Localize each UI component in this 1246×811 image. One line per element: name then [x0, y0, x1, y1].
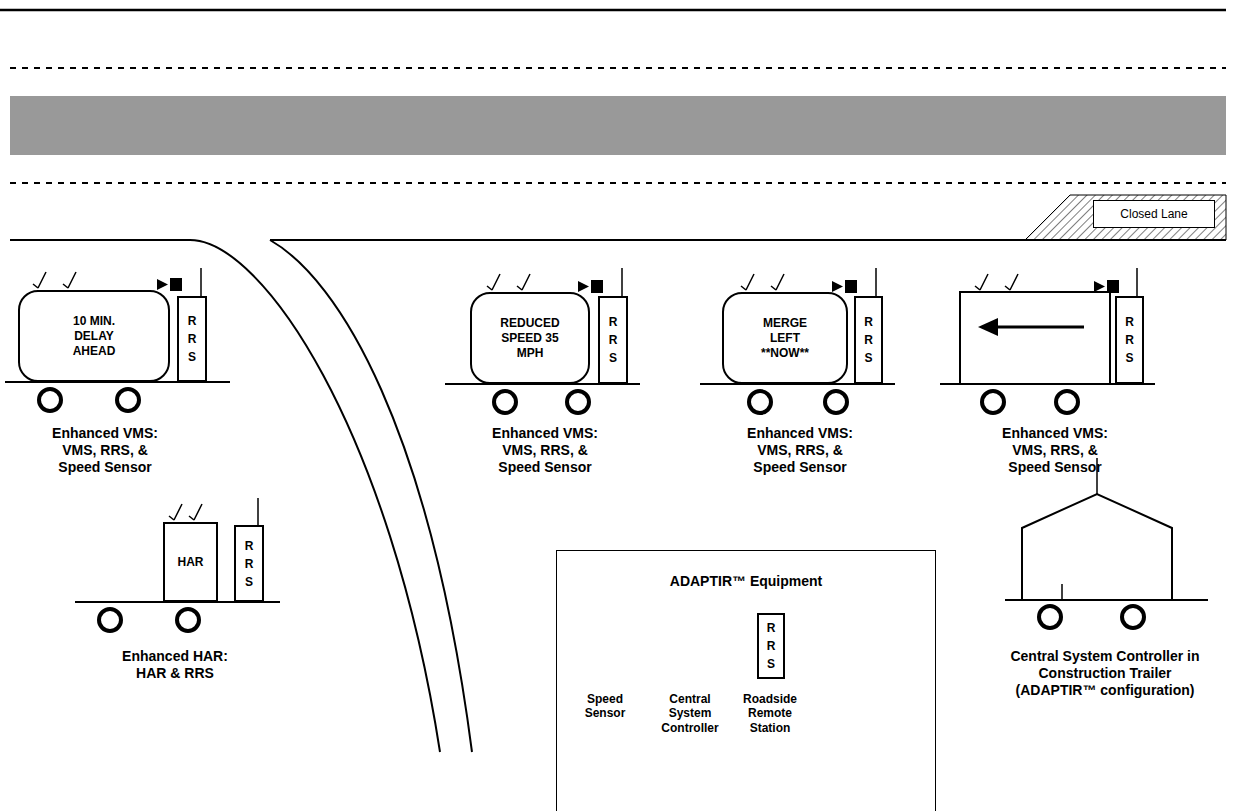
rrs-box: R R S: [234, 525, 264, 602]
node-text: ADAPTIR™ Equipment: [670, 573, 822, 591]
rrs-text: R R S: [186, 312, 198, 366]
rrs-text: R R S: [607, 313, 619, 367]
legend-text: Central System Controller: [661, 692, 718, 735]
vms-sign: 10 MIN. DELAY AHEAD: [18, 290, 170, 382]
caption-label: Central System Controller in Constructio…: [1008, 648, 1202, 698]
equipment-panel: ADAPTIR™ Equipment R R S: [556, 550, 936, 811]
rrs-text: R R S: [863, 313, 875, 367]
vms-trailer: [445, 268, 640, 413]
vms-sign: MERGE LEFT **NOW**: [722, 292, 848, 384]
legend-text: Roadside Remote Station: [743, 692, 797, 735]
rrs-box: R R S: [854, 296, 883, 384]
node-text: Closed Lane: [1120, 207, 1187, 222]
caption-label: Enhanced VMS: VMS, RRS, & Speed Sensor: [995, 425, 1115, 475]
legend-item: Roadside Remote Station: [737, 692, 803, 735]
caption-label: Enhanced VMS: VMS, RRS, & Speed Sensor: [45, 425, 165, 475]
rrs-box: R R S: [1115, 296, 1144, 384]
har-trailer: [75, 498, 280, 631]
legend-item: Speed Sensor: [572, 692, 638, 721]
node-text: MERGE LEFT **NOW**: [753, 316, 817, 361]
rrs-text: R R S: [765, 619, 777, 673]
node-text: HAR: [178, 555, 204, 570]
arrow-board-trailer: [940, 268, 1155, 413]
rrs-box: R R S: [177, 296, 207, 382]
legend-item: Central System Controller: [654, 692, 726, 735]
vms-trailer: [5, 268, 230, 411]
caption-label: Enhanced HAR: HAR & RRS: [115, 648, 235, 682]
construction-trailer: [1005, 458, 1208, 628]
legend-text: Speed Sensor: [585, 692, 626, 720]
node-text: 10 MIN. DELAY AHEAD: [63, 314, 125, 359]
vms-trailer: [700, 268, 895, 413]
rrs-box: R R S: [757, 613, 785, 679]
har-box: HAR: [163, 522, 218, 602]
rrs-text: R R S: [243, 537, 255, 591]
vms-sign: REDUCED SPEED 35 MPH: [470, 292, 590, 384]
node-text: REDUCED SPEED 35 MPH: [494, 316, 566, 361]
rrs-text: R R S: [1124, 313, 1136, 367]
caption-label: Enhanced VMS: VMS, RRS, & Speed Sensor: [740, 425, 860, 475]
rrs-box: R R S: [598, 296, 628, 384]
closed-lane-box: Closed Lane: [1093, 200, 1215, 228]
caption-label: Enhanced VMS: VMS, RRS, & Speed Sensor: [485, 425, 605, 475]
